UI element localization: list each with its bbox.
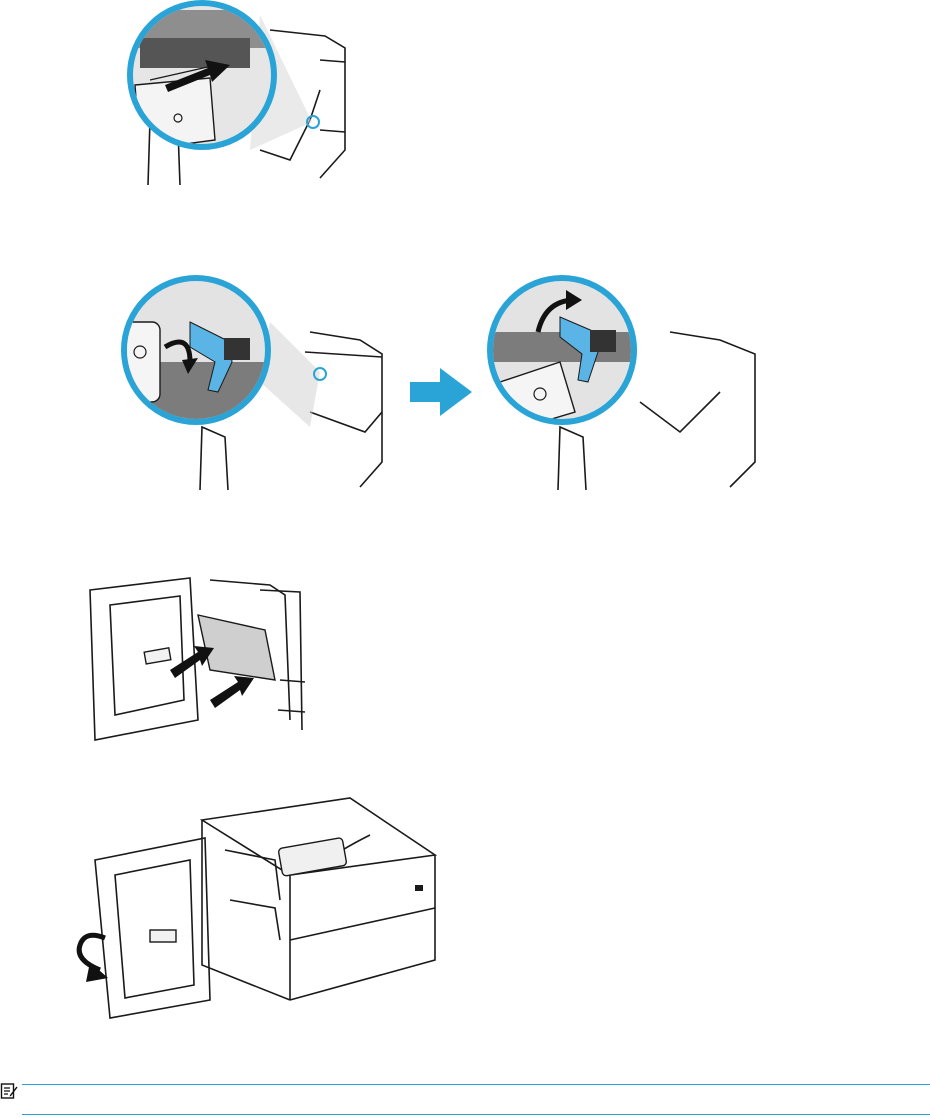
figure-close-door	[70, 790, 445, 1020]
figure-latch-sequence	[120, 262, 780, 494]
note-bottom-rule	[22, 1114, 930, 1115]
arrow-right-icon	[410, 368, 472, 416]
note-icon	[0, 1082, 18, 1100]
figure-push-drawer	[80, 570, 310, 745]
note-top-rule	[22, 1084, 930, 1085]
figure-insert-cartridge	[120, 0, 360, 190]
